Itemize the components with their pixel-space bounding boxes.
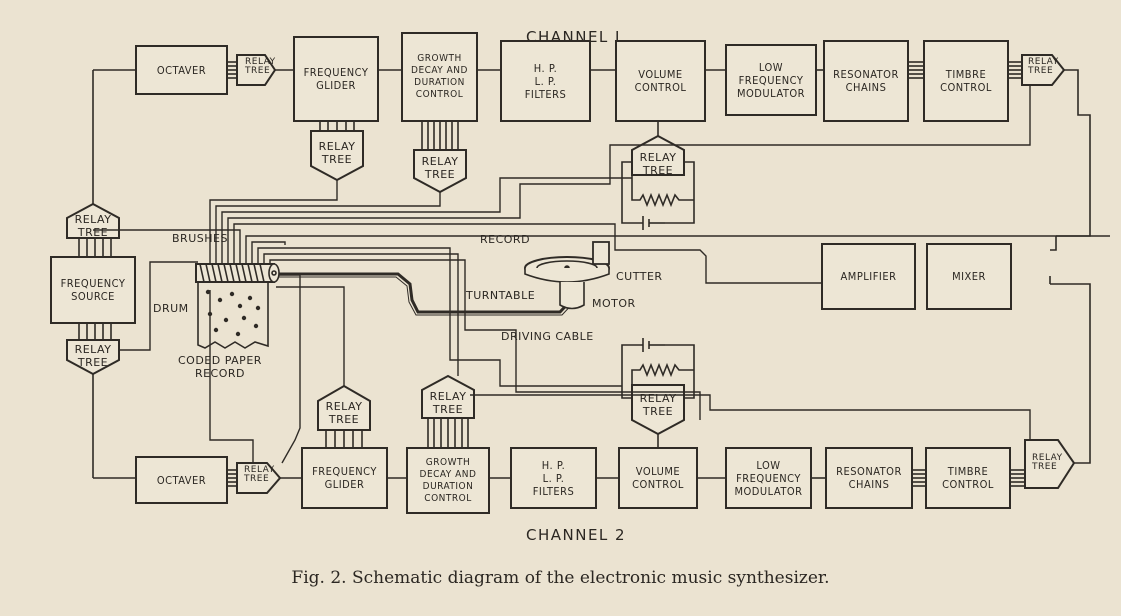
record-label: RECORD: [480, 233, 531, 246]
ch1-glider-bus: [319, 122, 355, 131]
source-bundle-bottom: [78, 324, 112, 340]
ch2-growth-bus: [427, 418, 469, 447]
relay-tree-source-top: RELAY TREE: [74, 213, 112, 239]
coded-paper-shape: [197, 282, 269, 349]
channel-2-label: CHANNEL 2: [526, 526, 627, 544]
relay-tree-ch1-label: RELAY TREE: [245, 57, 276, 76]
lf-modulator-ch2: LOW FREQUENCY MODULATOR: [725, 447, 812, 509]
drum-label: DRUM: [153, 302, 189, 315]
figure-caption: Fig. 2. Schematic diagram of the electro…: [291, 568, 830, 588]
ch1-resistor-capacitor: [621, 161, 695, 230]
timbre-control-ch1: TIMBRE CONTROL: [923, 40, 1009, 122]
brushes-label: BRUSHES: [172, 232, 228, 245]
relay-tree-growth-ch1: RELAY TREE: [421, 155, 459, 181]
volume-control-ch2: VOLUME CONTROL: [618, 447, 698, 509]
relay-tree-volume-ch2: RELAY TREE: [639, 392, 677, 418]
octaver-ch1: OCTAVER: [135, 45, 228, 95]
resonator-chains-ch1: RESONATOR CHAINS: [823, 40, 909, 122]
ch1-bus-timbre: [1009, 61, 1022, 79]
relay-tree-glider-ch2-shape: [317, 384, 371, 431]
driving-cable-label: DRIVING CABLE: [501, 330, 594, 343]
resonator-chains-ch2: RESONATOR CHAINS: [825, 447, 913, 509]
timbre-control-ch2: TIMBRE CONTROL: [925, 447, 1011, 509]
relay-tree-ch2-output-shape: [1024, 439, 1076, 489]
ch2-bus-resonator: [913, 469, 925, 487]
relay-tree-ch2-output: RELAY TREE: [1032, 453, 1063, 472]
octaver-ch2: OCTAVER: [135, 456, 228, 504]
frequency-source-box: FREQUENCY SOURCE: [50, 256, 136, 324]
ch2-bus-timbre: [1011, 469, 1025, 487]
growth-decay-ch1: GROWTH DECAY AND DURATION CONTROL: [401, 32, 478, 122]
growth-decay-ch2: GROWTH DECAY AND DURATION CONTROL: [406, 447, 490, 514]
relay-tree-ch1-output: RELAY TREE: [1028, 57, 1059, 76]
ch1-bus-octaver: [228, 61, 237, 79]
ch1-bus-resonator: [909, 61, 923, 79]
lf-modulator-ch1: LOW FREQUENCY MODULATOR: [725, 44, 817, 116]
relay-tree-growth-ch2: RELAY TREE: [429, 390, 467, 416]
ch1-growth-bus: [421, 122, 459, 150]
relay-tree-volume-ch1: RELAY TREE: [639, 151, 677, 177]
drum-shape: [195, 263, 280, 283]
frequency-glider-ch1: FREQUENCY GLIDER: [293, 36, 379, 122]
relay-tree-source-bottom: RELAY TREE: [74, 343, 112, 369]
relay-tree-ch2-shape: [236, 462, 282, 494]
relay-tree-ch1-output-shape: [1021, 54, 1066, 86]
volume-control-ch1: VOLUME CONTROL: [615, 40, 706, 122]
relay-tree-glider-ch1: RELAY TREE: [318, 140, 356, 166]
driving-cable-shape: [279, 272, 577, 314]
amplifier-box: AMPLIFIER: [821, 243, 916, 310]
relay-tree-growth-ch2-shape: [421, 374, 475, 419]
relay-tree-ch2-label: RELAY TREE: [244, 465, 275, 484]
relay-tree-volume-ch2-shape: [631, 384, 685, 436]
motor-label: MOTOR: [592, 297, 636, 310]
source-bundle-top: [78, 238, 112, 256]
relay-tree-glider-ch2: RELAY TREE: [325, 400, 363, 426]
ch2-resistor-capacitor: [621, 338, 695, 399]
ch2-glider-bus: [325, 430, 363, 447]
filters-ch1: H. P. L. P. FILTERS: [500, 40, 591, 122]
coded-paper-label: CODED PAPER RECORD: [178, 354, 262, 380]
turntable-label: TURNTABLE: [466, 289, 536, 302]
cutter-label: CUTTER: [616, 270, 663, 283]
ch2-bus-octaver: [228, 469, 237, 487]
wire-harness: [93, 85, 1110, 464]
filters-ch2: H. P. L. P. FILTERS: [510, 447, 597, 509]
turntable-shape: [524, 241, 610, 310]
mixer-box: MIXER: [926, 243, 1012, 310]
frequency-glider-ch2: FREQUENCY GLIDER: [301, 447, 388, 509]
relay-tree-ch1-shape: [236, 54, 277, 86]
